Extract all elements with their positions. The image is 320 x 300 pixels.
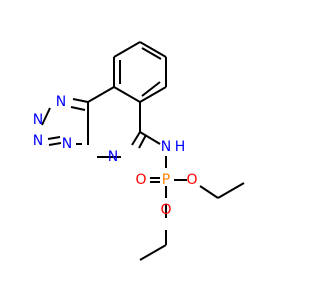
- bond: [47, 136, 61, 140]
- atom-label-n: N: [108, 149, 118, 165]
- bond: [87, 86, 115, 103]
- bond: [139, 41, 167, 58]
- atom-label-o: O: [186, 172, 197, 188]
- bond: [139, 131, 161, 145]
- atom-label-n: N: [56, 94, 66, 110]
- bond: [139, 244, 167, 261]
- bond: [72, 98, 89, 103]
- bond: [139, 86, 167, 103]
- bond: [141, 81, 161, 97]
- atom-label-p: P: [162, 172, 170, 188]
- bond: [48, 142, 62, 146]
- atom-label-n: N: [161, 139, 171, 155]
- bond: [41, 107, 51, 126]
- bond: [113, 41, 141, 58]
- atom-label-layer: N N N N N N H P O O O: [33, 94, 198, 218]
- atom-label-o: O: [160, 202, 171, 218]
- atom-label-n: N: [33, 112, 43, 128]
- bond: [113, 86, 141, 103]
- bond: [131, 131, 141, 146]
- structure-diagram: N N N N N N H P O O O: [33, 41, 245, 261]
- bond: [141, 47, 162, 60]
- bond: [217, 182, 245, 199]
- bond: [138, 134, 147, 149]
- atom-label-n: N: [33, 133, 43, 149]
- bond-layer: [41, 41, 245, 261]
- bond: [70, 106, 86, 111]
- molecule-drawing: N N N N N N H P O O O: [33, 41, 245, 261]
- atom-label-n: N: [62, 136, 72, 152]
- bond: [199, 185, 219, 199]
- atom-label-o: O: [135, 172, 146, 188]
- atom-label-h: H: [175, 139, 186, 155]
